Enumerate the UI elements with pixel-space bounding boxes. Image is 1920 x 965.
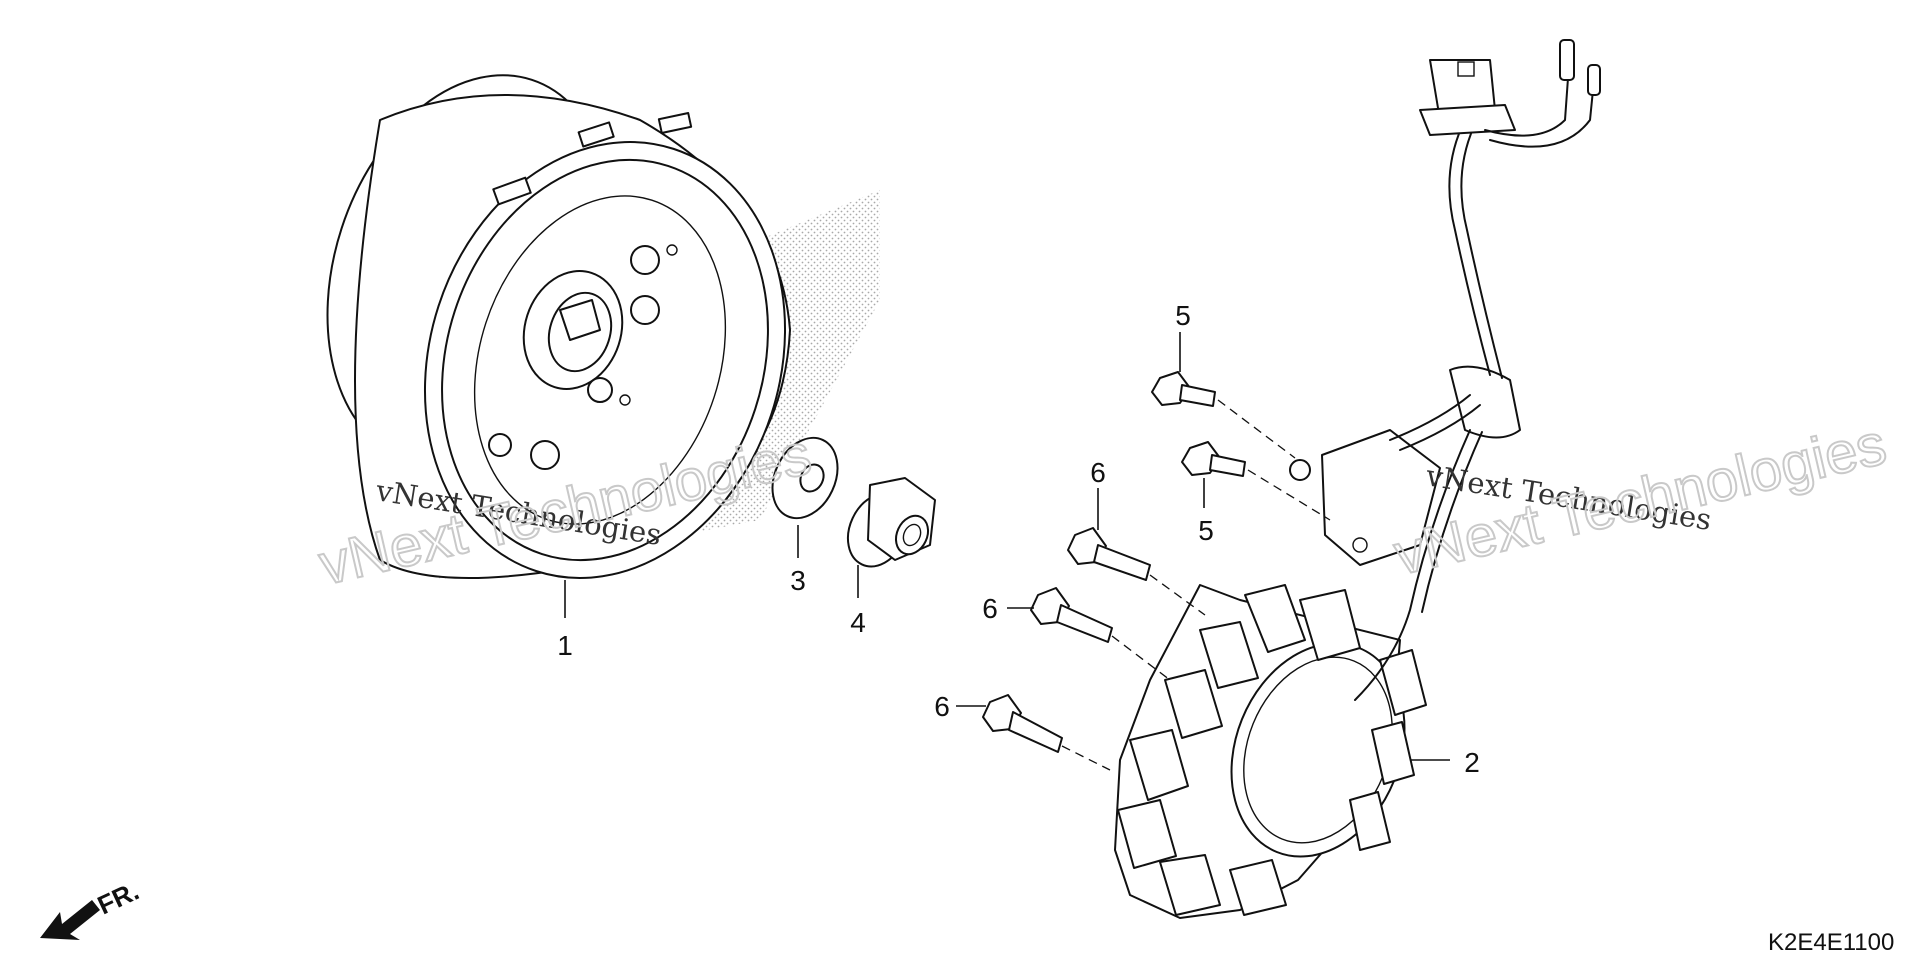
bolt-6-c xyxy=(982,694,1063,753)
washer xyxy=(771,436,839,520)
watermark-outline-right: vNext Technologies xyxy=(1388,411,1892,587)
leader-lines xyxy=(564,332,1450,761)
flywheel-rotor xyxy=(326,74,791,579)
callout-6-b: 6 xyxy=(982,593,998,624)
callout-3: 3 xyxy=(790,565,806,596)
callout-6-c: 6 xyxy=(934,691,950,722)
callout-1: 1 xyxy=(557,630,573,661)
stator-assembly xyxy=(1114,584,1427,919)
bolt-5-lower xyxy=(1181,441,1246,477)
alignment-lines xyxy=(1061,399,1331,771)
callout-4: 4 xyxy=(850,607,866,638)
front-direction-marker: FR. xyxy=(40,876,144,940)
diagram-code: K2E4E1100 xyxy=(1768,929,1894,956)
front-arrow-icon xyxy=(40,900,100,940)
bolt-5-upper xyxy=(1151,371,1216,407)
callout-2: 2 xyxy=(1464,747,1480,778)
front-label: FR. xyxy=(93,876,144,921)
callout-labels: 1 2 3 4 5 5 6 6 6 xyxy=(557,300,1480,778)
flange-nut xyxy=(846,477,936,568)
callout-6-a: 6 xyxy=(1090,457,1106,488)
stator-coils xyxy=(1117,584,1427,916)
bolt-6-b xyxy=(1030,587,1113,643)
bolt-6-a xyxy=(1067,527,1151,581)
callout-5-lower: 5 xyxy=(1198,515,1214,546)
pickup-and-harness xyxy=(1289,39,1601,701)
callout-5-upper: 5 xyxy=(1175,300,1191,331)
